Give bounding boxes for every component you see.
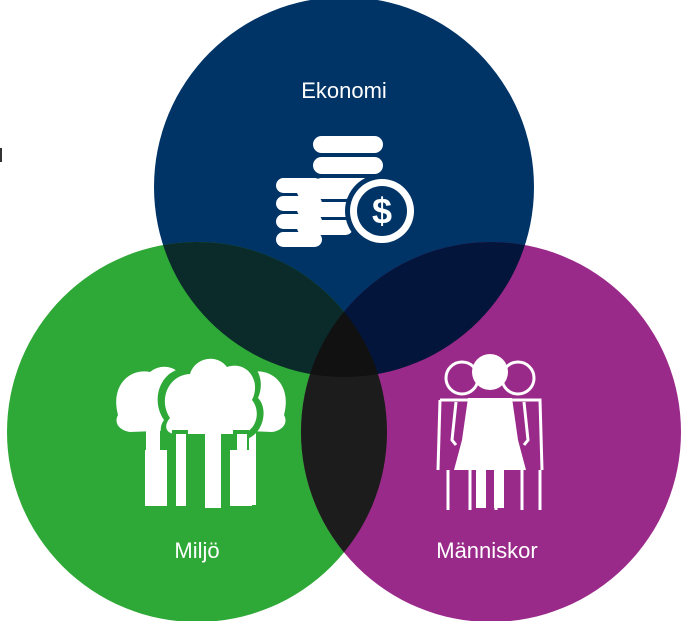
people-icon: [436, 354, 544, 510]
coins-dollar-icon: $: [276, 136, 419, 248]
overlap-ekonomi-miljo: [154, 242, 387, 377]
label-manniskor: Människor: [436, 538, 537, 563]
trees-icon: [116, 351, 286, 510]
edge-fragment: [0, 148, 2, 162]
label-ekonomi: Ekonomi: [301, 78, 387, 103]
svg-text:$: $: [372, 191, 392, 232]
label-miljo: Miljö: [174, 538, 219, 563]
overlap-ekonomi-manniskor: [301, 242, 534, 377]
